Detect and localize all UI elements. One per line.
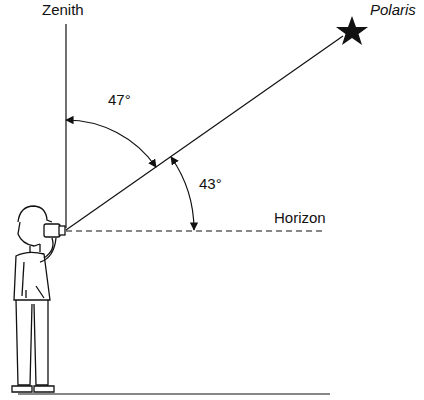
angle-arc (171, 157, 194, 230)
angle-label: 47° (106, 92, 133, 109)
observer-figure (12, 206, 65, 392)
angle-arc (66, 120, 156, 167)
star-label: Polaris (368, 2, 418, 19)
horizon-line (66, 230, 326, 231)
horizon-label: Horizon (272, 210, 328, 227)
sight-line (66, 36, 343, 230)
star-symbol (336, 16, 368, 45)
angle-label: 43° (197, 176, 224, 193)
ground-line (18, 393, 330, 394)
zenith-label: Zenith (40, 2, 86, 19)
zenith-line (65, 24, 66, 228)
